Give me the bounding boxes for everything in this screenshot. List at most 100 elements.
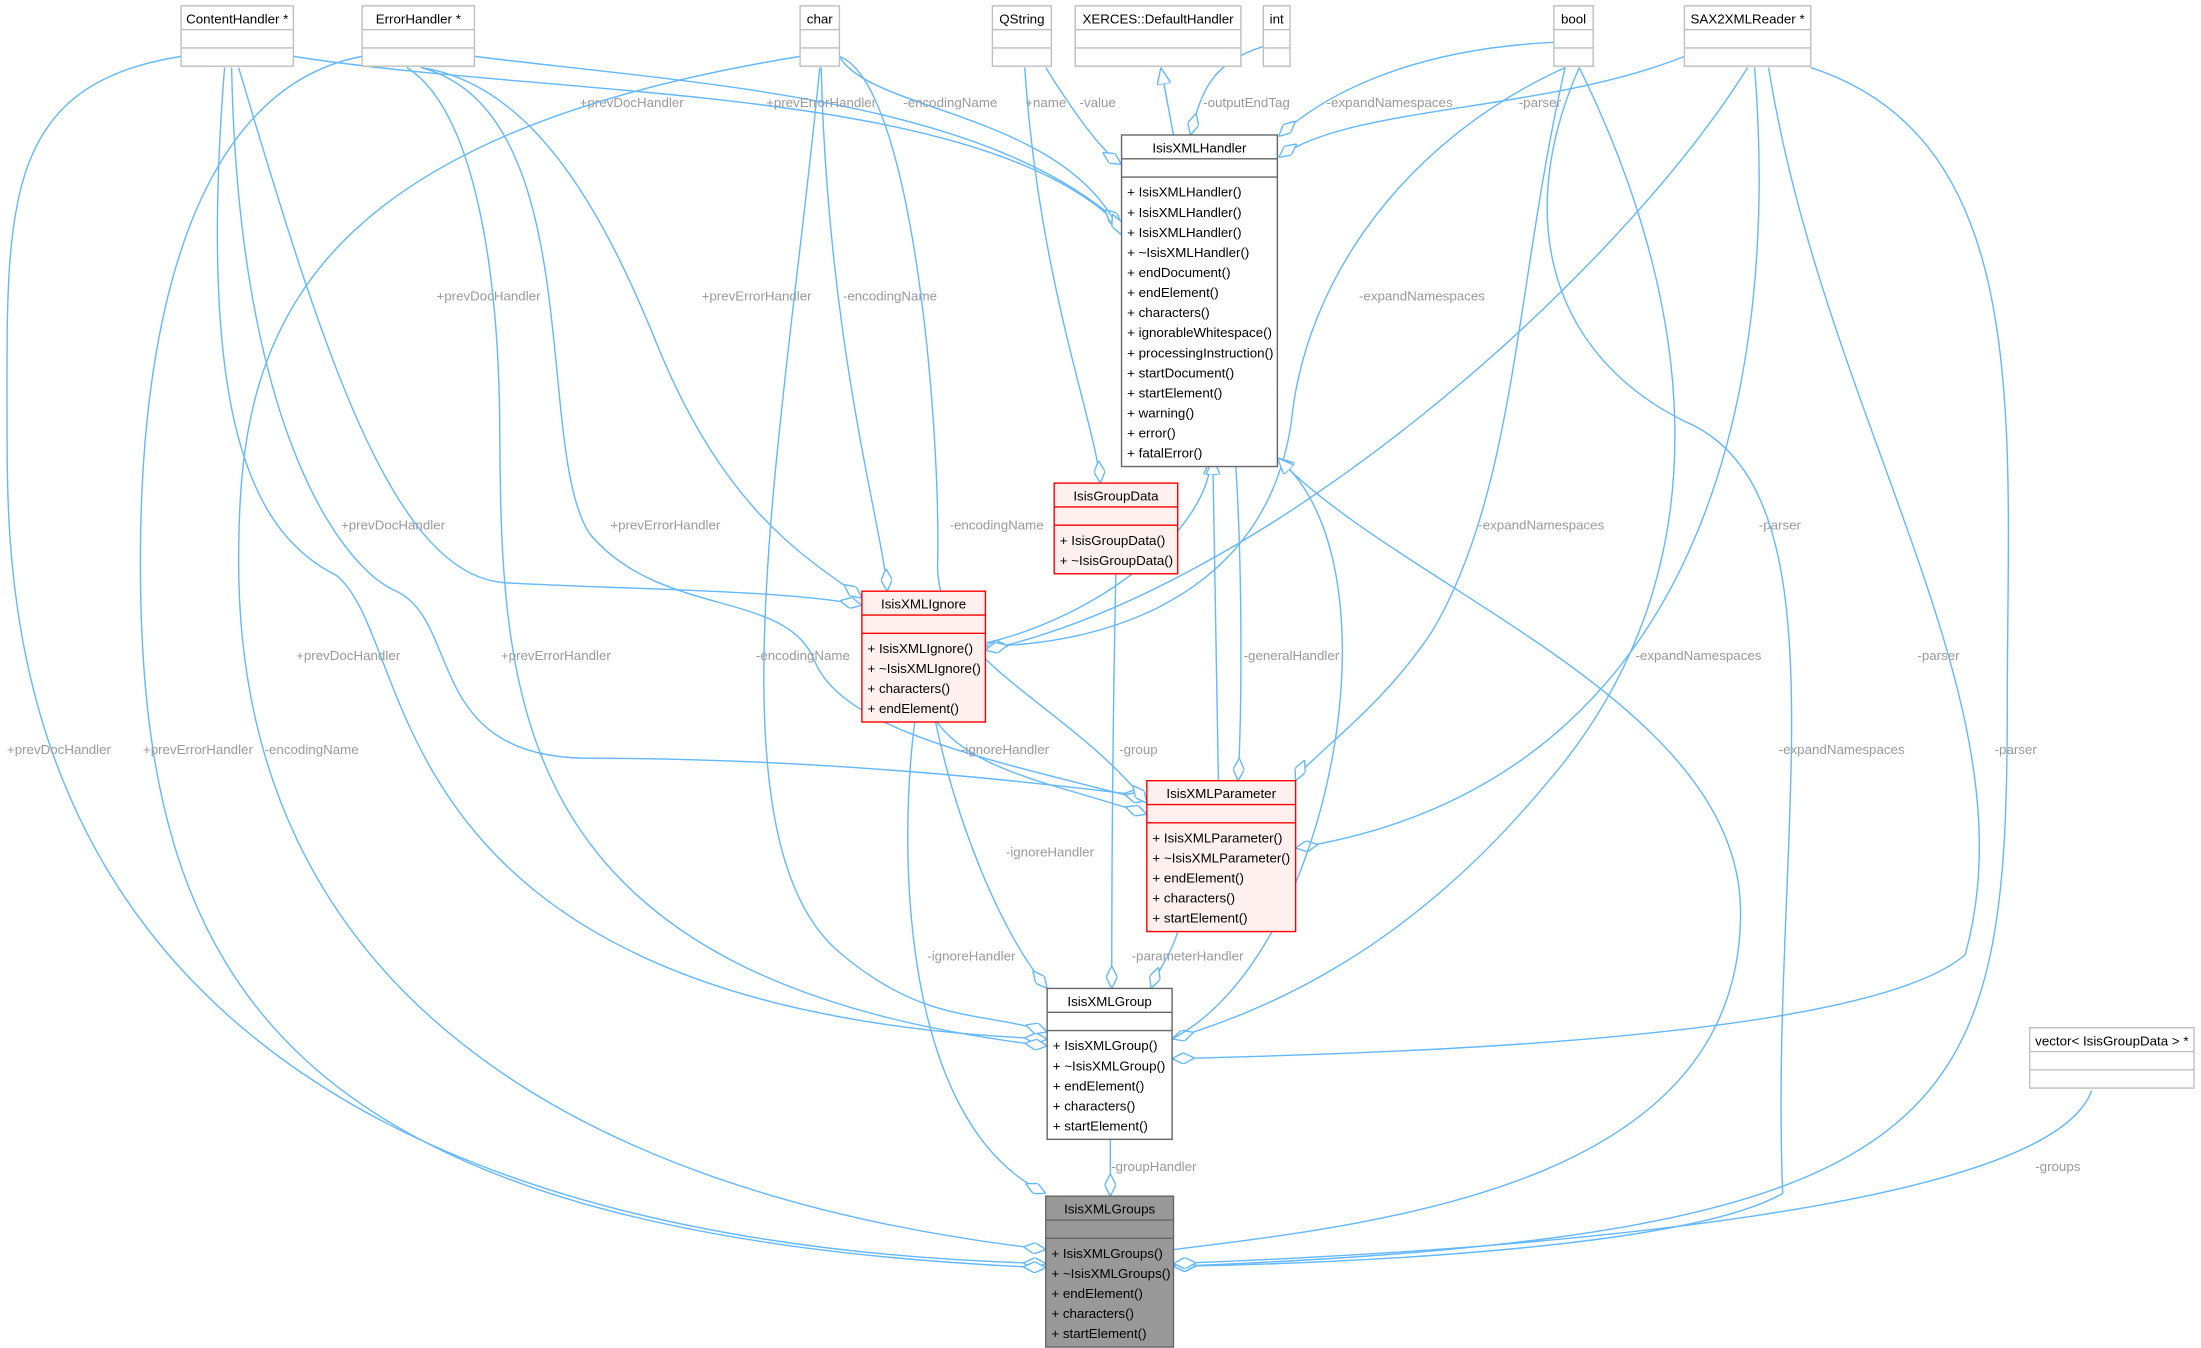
edge-label: -expandNamespaces: [1359, 289, 1485, 304]
class-node-groupdata[interactable]: IsisGroupData+ IsisGroupData()+ ~IsisGro…: [1053, 482, 1179, 575]
edge-label: -encodingName: [756, 648, 850, 663]
association-edge: -encodingName: [756, 67, 1047, 1032]
edge-label: -ignoreHandler: [1006, 844, 1095, 859]
association-edge: +prevDocHandler: [230, 67, 1147, 797]
class-node-bool[interactable]: bool: [1553, 5, 1594, 67]
class-method: + IsisXMLGroups(): [1051, 1246, 1162, 1261]
edge-label: -encodingName: [265, 742, 359, 757]
edge-line: [1296, 67, 1566, 781]
class-method: + ~IsisXMLGroup(): [1053, 1058, 1166, 1073]
class-node-qstring[interactable]: QString: [991, 5, 1053, 67]
edge-line: [230, 67, 1147, 797]
class-node-char[interactable]: char: [799, 5, 841, 67]
class-method: + endElement(): [1053, 1078, 1145, 1093]
edge-line: [421, 66, 862, 599]
class-title: IsisGroupData: [1073, 489, 1159, 504]
class-node-contenthandler[interactable]: ContentHandler *: [180, 5, 295, 67]
class-method: + endElement(): [1051, 1286, 1143, 1301]
class-node-xerces[interactable]: XERCES::DefaultHandler: [1074, 5, 1242, 67]
edge-label: -parameterHandler: [1132, 948, 1244, 963]
class-method: + IsisXMLGroup(): [1053, 1038, 1158, 1053]
class-box: [1683, 5, 1812, 67]
class-node-group[interactable]: IsisXMLGroup+ IsisXMLGroup()+ ~IsisXMLGr…: [1046, 987, 1173, 1141]
edge-label: +prevErrorHandler: [766, 95, 877, 110]
association-edge: -encodingName: [820, 67, 937, 592]
edge-line: [934, 718, 1047, 989]
class-node-sax[interactable]: SAX2XMLReader *: [1683, 5, 1812, 67]
class-title: QString: [999, 11, 1044, 26]
edge-line: [1023, 67, 1101, 483]
edge-label: -generalHandler: [1244, 648, 1340, 663]
class-method: + startDocument(): [1127, 365, 1234, 380]
association-edge: -parameterHandler: [1132, 926, 1244, 989]
class-method: + processingInstruction(): [1127, 345, 1273, 360]
class-method: + IsisXMLHandler(): [1127, 185, 1241, 200]
class-node-ignore[interactable]: IsisXMLIgnore+ IsisXMLIgnore()+ ~IsisXML…: [861, 590, 987, 723]
class-box: [1120, 134, 1279, 468]
edge-line: [763, 67, 1047, 1032]
edge-label: -groupHandler: [1111, 1159, 1197, 1174]
association-edge: -ignoreHandler: [907, 718, 1046, 1193]
class-method: + IsisXMLHandler(): [1127, 225, 1241, 240]
class-method: + ~IsisGroupData(): [1060, 553, 1173, 568]
association-edge: -expandNamespaces: [1172, 67, 1762, 1039]
edge-line: [1296, 67, 1760, 848]
class-method: + IsisXMLParameter(): [1152, 830, 1282, 845]
class-node-groups[interactable]: IsisXMLGroups+ IsisXMLGroups()+ ~IsisXML…: [1045, 1195, 1175, 1348]
class-method: + characters(): [1053, 1098, 1136, 1113]
edge-label: -parser: [1759, 517, 1802, 532]
class-node-parameter[interactable]: IsisXMLParameter + IsisXMLParameter() + ~I…: [1146, 779, 1297, 933]
edge-line: [1173, 67, 1793, 1267]
association-edge: -group: [1112, 570, 1158, 988]
edge-label: +prevDocHandler: [341, 517, 446, 532]
edge-line: [1173, 458, 1742, 1251]
class-method: + IsisXMLHandler(): [1127, 205, 1241, 220]
inheritance-edge: [1173, 458, 1742, 1251]
association-edge: +prevDocHandler: [216, 67, 1047, 1039]
edge-line: [1151, 926, 1180, 989]
class-method: + ~IsisXMLParameter(): [1152, 851, 1290, 866]
class-method: + endElement(): [1127, 285, 1219, 300]
class-node-vector[interactable]: vector< IsisGroupData > *: [2029, 1027, 2195, 1089]
class-title: char: [807, 11, 833, 26]
edge-label: -ignoreHandler: [927, 948, 1016, 963]
association-edge: -encodingName: [839, 55, 1146, 803]
class-method: + endElement(): [867, 701, 959, 716]
edge-label: +prevDocHandler: [436, 289, 541, 304]
edge-label: +prevDocHandler: [296, 648, 401, 663]
association-edge: -encodingName: [838, 56, 1121, 234]
edge-line: [1171, 458, 1344, 1040]
class-method: + characters(): [867, 681, 950, 696]
class-title: IsisXMLParameter: [1166, 786, 1276, 801]
class-method: + startElement(): [1053, 1118, 1148, 1133]
inheritance-edge: [1171, 458, 1344, 1040]
class-method: + fatalError(): [1127, 446, 1202, 461]
association-edge: +prevErrorHandler: [421, 66, 862, 599]
class-box: [991, 5, 1053, 67]
edge-label: -encodingName: [843, 289, 937, 304]
class-method: + ~IsisXMLGroups(): [1051, 1266, 1170, 1281]
association-edge: -parser: [1172, 67, 1980, 1059]
class-method: + ~IsisXMLIgnore(): [867, 661, 980, 676]
class-method: + warning(): [1127, 406, 1194, 421]
class-box: [1053, 482, 1179, 575]
association-edge: -ignoreHandler: [934, 718, 1095, 989]
class-node-handler[interactable]: IsisXMLHandler + IsisXMLHandler() + IsisXM…: [1120, 134, 1279, 468]
edge-line: [406, 67, 1047, 1046]
edge-line: [985, 67, 1749, 651]
class-node-int[interactable]: int: [1262, 5, 1291, 67]
association-edge: -generalHandler: [1235, 457, 1340, 781]
edge-label: -encodingName: [903, 95, 997, 110]
association-edge: -parser: [1279, 55, 1685, 157]
class-node-errorhandler[interactable]: ErrorHandler *: [361, 5, 476, 67]
class-title: IsisXMLHandler: [1152, 141, 1247, 156]
edge-label: -expandNamespaces: [1635, 648, 1761, 663]
edge-label: +prevErrorHandler: [501, 648, 612, 663]
association-edge: -groups: [1173, 1090, 2093, 1264]
association-edge: +name: [1023, 67, 1101, 483]
edge-line: [139, 55, 1045, 1267]
class-box: [1146, 779, 1297, 933]
class-title: int: [1270, 11, 1284, 26]
edge-line: [1235, 457, 1241, 781]
